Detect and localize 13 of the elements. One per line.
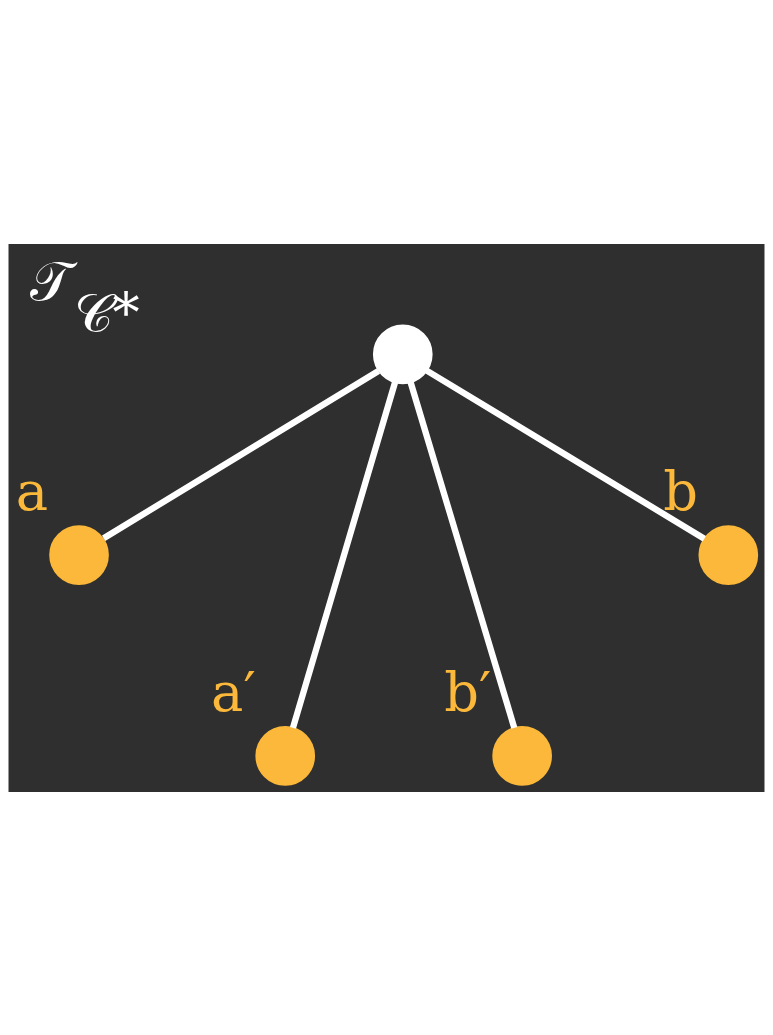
node-circle (698, 524, 759, 585)
connector (102, 367, 381, 541)
connector (425, 367, 706, 541)
node-label: a (15, 459, 49, 523)
connector (407, 380, 518, 729)
node-circle (255, 725, 316, 786)
node-label: b (663, 459, 698, 523)
node-circle (492, 725, 552, 786)
node-label: b′ (444, 660, 492, 724)
node-label: a′ (211, 660, 256, 724)
connector (289, 380, 399, 729)
node-circle (49, 524, 109, 585)
node-circle (372, 324, 433, 384)
